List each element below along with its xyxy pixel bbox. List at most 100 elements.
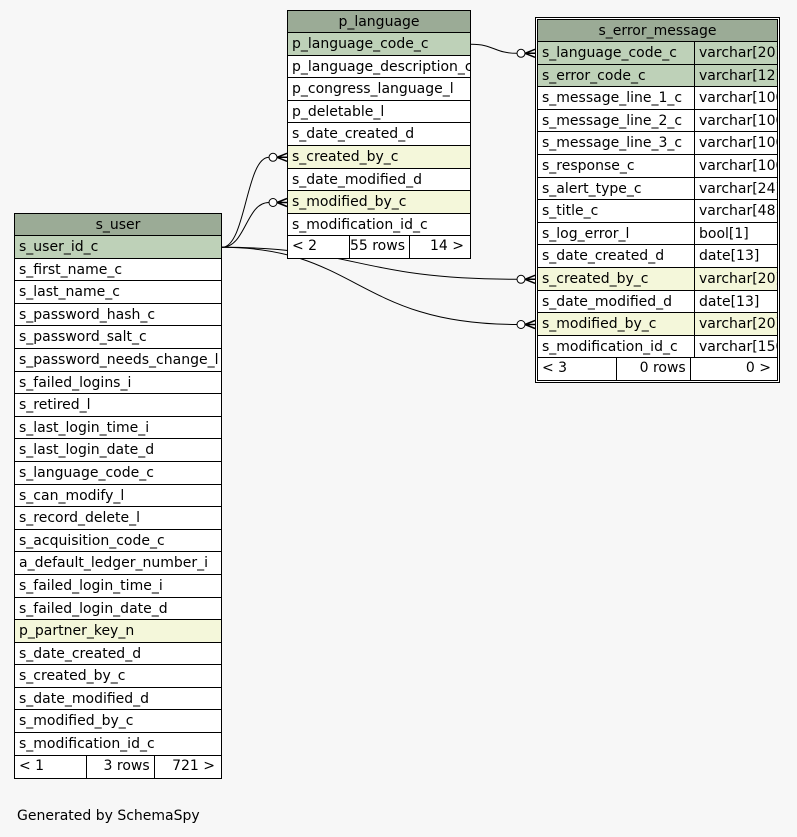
column-row[interactable]: s_log_error_l bool[1] (538, 222, 777, 246)
column-row[interactable]: s_first_name_c (15, 259, 221, 282)
column-name: s_title_c (542, 203, 599, 220)
column-name: s_last_name_c (19, 284, 120, 301)
column-row[interactable]: s_failed_login_date_d (15, 598, 221, 621)
column-row[interactable]: p_language_description_c (288, 56, 470, 79)
column-row[interactable]: s_acquisition_code_c (15, 530, 221, 553)
column-name: s_message_line_3_c (542, 135, 683, 152)
row-count: 3 rows (86, 755, 153, 778)
column-name: s_message_line_1_c (542, 90, 683, 107)
column-name: s_created_by_c (292, 148, 399, 165)
column-row[interactable]: s_modification_id_c (15, 733, 221, 756)
column-name: s_date_modified_d (542, 293, 673, 310)
column-row[interactable]: s_date_modified_d date[13] (538, 290, 777, 314)
column-row[interactable]: s_message_line_1_c varchar[100] (538, 87, 777, 110)
column-row[interactable]: s_can_modify_l (15, 485, 221, 508)
table-title[interactable]: s_user (15, 214, 221, 236)
parents-link[interactable]: < 1 (19, 757, 45, 774)
column-name: s_modified_by_c (19, 713, 134, 730)
column-row[interactable]: p_partner_key_n (15, 620, 221, 643)
column-name: s_response_c (542, 157, 635, 174)
crows-foot-marker (524, 274, 536, 284)
parents-link[interactable]: < 2 (292, 238, 318, 255)
column-name: s_modification_id_c (542, 338, 678, 355)
column-type: bool[1] (694, 222, 777, 245)
table-title[interactable]: s_error_message (538, 20, 777, 42)
column-type: varchar[20] (694, 42, 777, 64)
column-row[interactable]: p_deletable_l (288, 101, 470, 124)
column-row[interactable]: s_date_modified_d (288, 169, 470, 192)
column-name: s_alert_type_c (542, 180, 642, 197)
parents-link[interactable]: < 3 (542, 360, 568, 377)
column-name: s_failed_login_date_d (19, 600, 168, 617)
column-row[interactable]: p_congress_language_l (288, 78, 470, 101)
column-type: date[13] (694, 290, 777, 313)
column-row[interactable]: s_record_delete_l (15, 507, 221, 530)
column-row[interactable]: s_last_login_time_i (15, 417, 221, 440)
children-link[interactable]: 721 > (153, 755, 221, 778)
column-row[interactable]: s_password_needs_change_l (15, 349, 221, 372)
column-name: s_failed_logins_i (19, 374, 132, 391)
relationship-line (221, 156, 270, 248)
column-row[interactable]: s_modified_by_c (288, 191, 470, 214)
column-row[interactable]: s_user_id_c (15, 236, 221, 259)
column-name: s_acquisition_code_c (19, 532, 165, 549)
relationship-line (470, 43, 518, 54)
column-type: varchar[20] (694, 313, 777, 335)
column-name: s_modification_id_c (292, 216, 428, 233)
column-row[interactable]: s_password_salt_c (15, 326, 221, 349)
optional-marker (516, 48, 526, 58)
column-row[interactable]: s_modified_by_c varchar[20] (538, 313, 777, 336)
column-name: s_date_created_d (292, 126, 415, 143)
optional-marker (516, 320, 526, 329)
relationship-line (221, 246, 518, 280)
column-row[interactable]: a_default_ledger_number_i (15, 552, 221, 575)
table-title[interactable]: p_language (288, 11, 470, 33)
children-link[interactable]: 0 > (689, 358, 777, 381)
column-row[interactable]: s_created_by_c (15, 665, 221, 688)
column-row[interactable]: s_modification_id_c (288, 214, 470, 237)
column-row[interactable]: s_date_created_d (15, 643, 221, 666)
column-name: s_first_name_c (19, 261, 123, 278)
column-name: s_password_hash_c (19, 306, 156, 323)
column-row[interactable]: s_password_hash_c (15, 304, 221, 327)
column-type: varchar[100] (694, 87, 777, 109)
relationship-line (221, 246, 518, 325)
column-row[interactable]: s_last_login_date_d (15, 439, 221, 462)
column-name: a_default_ledger_number_i (19, 555, 209, 572)
column-row[interactable]: s_modified_by_c (15, 710, 221, 734)
column-name: s_log_error_l (542, 225, 630, 242)
column-row[interactable]: s_retired_l (15, 394, 221, 417)
column-row[interactable]: s_failed_login_time_i (15, 575, 221, 598)
column-name: s_date_created_d (19, 645, 142, 662)
column-name: p_deletable_l (292, 103, 385, 120)
children-link[interactable]: 14 > (408, 236, 470, 259)
column-type: varchar[12] (694, 64, 777, 87)
column-row[interactable]: s_created_by_c (288, 145, 470, 169)
column-row[interactable]: s_language_code_c (15, 462, 221, 485)
column-row[interactable]: s_last_name_c (15, 281, 221, 304)
column-name: p_congress_language_l (292, 81, 454, 98)
column-name: s_modified_by_c (542, 316, 657, 333)
column-name: s_modified_by_c (292, 194, 407, 211)
column-row[interactable]: s_date_modified_d (15, 688, 221, 711)
column-row[interactable]: s_failed_logins_i (15, 372, 221, 395)
column-row[interactable]: s_date_created_d (288, 123, 470, 146)
column-row[interactable]: p_language_code_c (288, 33, 470, 56)
generator-label: Generated by SchemaSpy (17, 808, 200, 824)
crows-foot-marker (276, 197, 288, 208)
column-name: s_can_modify_l (19, 487, 125, 504)
